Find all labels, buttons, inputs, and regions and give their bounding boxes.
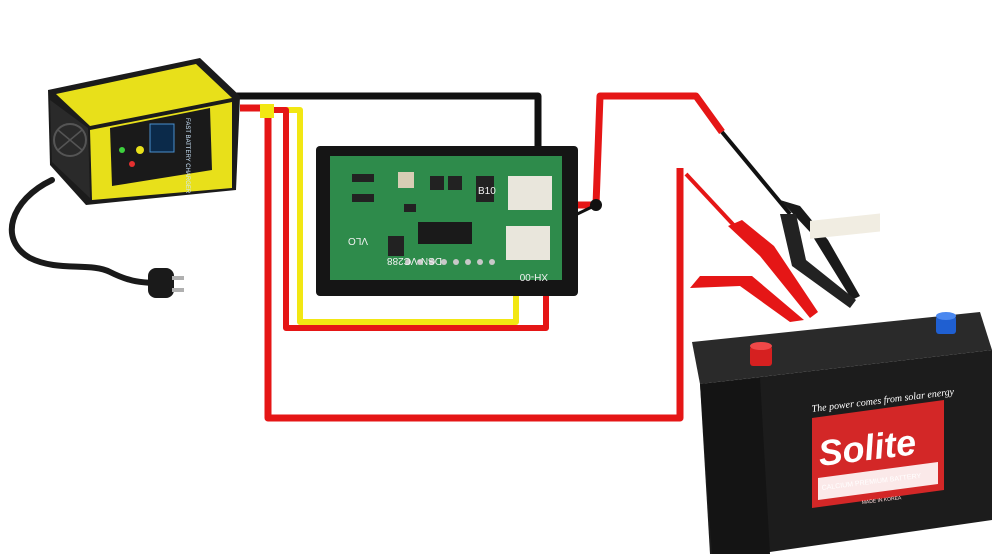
switch-pivot bbox=[590, 199, 602, 211]
pcb-component bbox=[404, 204, 416, 212]
charger-power-cable bbox=[8, 177, 155, 286]
pcb-connector-top bbox=[508, 176, 552, 210]
pcb-solder-pads bbox=[405, 259, 495, 265]
red-wire-to-pcb bbox=[262, 107, 549, 331]
battery-label-top bbox=[810, 213, 880, 239]
pcb-component bbox=[476, 176, 494, 202]
pcb-component bbox=[352, 174, 374, 182]
negative-terminal bbox=[936, 312, 956, 334]
fan-grill-icon bbox=[53, 123, 87, 157]
pcb-component bbox=[448, 176, 462, 190]
red-wire-upper bbox=[544, 92, 725, 209]
pcb-vlo-label: VLO bbox=[348, 235, 368, 246]
battery-made-in: MADE IN KOREA bbox=[862, 495, 903, 506]
pcb-connector-bottom bbox=[506, 226, 550, 260]
upper-clamp bbox=[720, 130, 860, 308]
battery-charger: FAST BATTERY CHARGER bbox=[8, 58, 240, 298]
pcb-component bbox=[388, 236, 404, 256]
voltmeter-module: DSN-VC288 VLO XH-00 B10 bbox=[316, 146, 578, 296]
charger-button bbox=[136, 146, 144, 154]
pcb-chip-label: B10 bbox=[478, 186, 496, 197]
pcb-model-label: DSN-VC288 bbox=[387, 255, 442, 266]
pcb-connector-label: XH-00 bbox=[519, 271, 548, 282]
yellow-junction bbox=[260, 104, 274, 118]
charger-side-text: FAST BATTERY CHARGER bbox=[184, 118, 190, 194]
car-battery: The power comes from solar energy Solite… bbox=[692, 213, 992, 554]
power-plug bbox=[148, 268, 184, 298]
pcb-component bbox=[430, 176, 444, 190]
pcb-component bbox=[352, 194, 374, 202]
pcb-ic-chip bbox=[418, 222, 472, 244]
charger-led-green bbox=[119, 147, 125, 153]
lower-clamp bbox=[684, 172, 818, 322]
red-wire-outer bbox=[240, 104, 684, 422]
charger-lcd bbox=[149, 123, 175, 153]
pcb-potentiometer bbox=[398, 172, 414, 188]
charger-led-red bbox=[129, 161, 135, 167]
positive-terminal bbox=[750, 342, 772, 366]
